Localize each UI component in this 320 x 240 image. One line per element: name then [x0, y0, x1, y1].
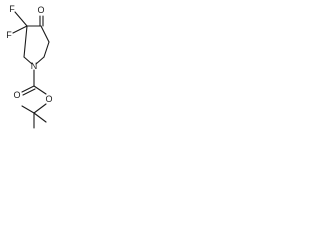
bond-cq-me3 [33, 112, 47, 123]
bond-c3-f1 [14, 11, 28, 27]
atom-labels: F F O N O O [6, 4, 52, 104]
tert-butyl-group [21, 103, 47, 129]
piperidine-ring [23, 25, 50, 65]
atom-o-ester: O [45, 94, 52, 104]
bond-c7-o-double-b [22, 88, 36, 96]
atom-f1: F [9, 4, 15, 14]
bond-c3-f2 [12, 25, 28, 34]
fluorine-bonds [12, 11, 28, 34]
bond-c2-c3 [23, 25, 28, 58]
bond-o-cq [33, 103, 47, 114]
atom-o-ketone: O [37, 5, 44, 15]
atom-n: N [31, 61, 38, 71]
bond-cq-me1 [21, 105, 35, 114]
atom-f2: F [6, 30, 12, 40]
atom-o-carbonyl: O [13, 90, 20, 100]
carbamate-bonds [21, 69, 47, 96]
ketone-double-bond [39, 15, 44, 27]
bond-c7-o-single [33, 85, 47, 95]
molecule-structure: F F O N O O [6, 4, 53, 129]
bond-c4-c5 [40, 25, 50, 43]
bond-c6-n1 [35, 56, 45, 65]
bond-n1-c2 [23, 56, 33, 65]
bond-c5-c6 [43, 41, 50, 58]
bond-c7-o-double-a [21, 85, 35, 93]
